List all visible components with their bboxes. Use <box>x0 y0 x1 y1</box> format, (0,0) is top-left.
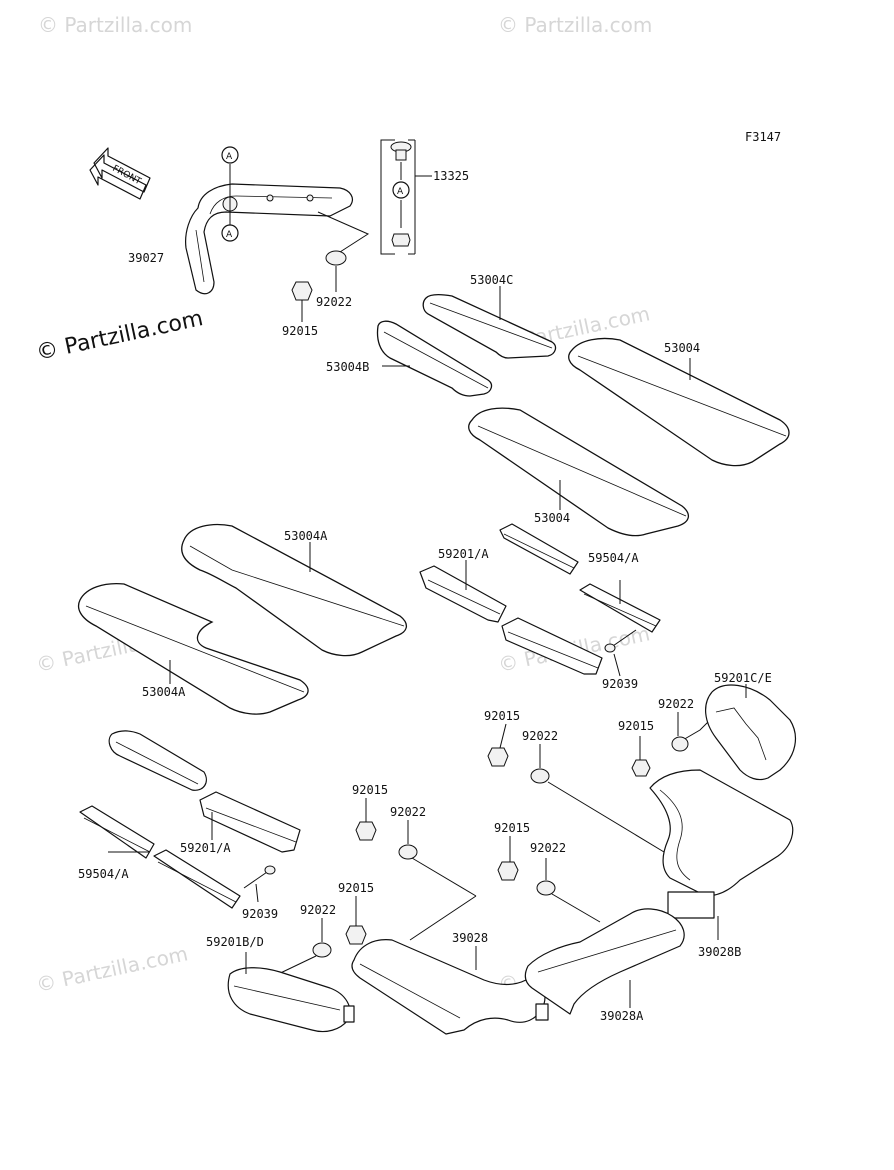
rivet-92039-upper <box>604 629 637 677</box>
part-label: 92039 <box>602 677 638 691</box>
part-labels: 13325 39027 92022 92015 53004C 53004B 53… <box>78 169 772 1023</box>
mat-53004A-upper <box>181 523 407 657</box>
mat-53004-upper <box>568 337 790 467</box>
part-label: 92022 <box>530 841 566 855</box>
trim-59504A-lower <box>79 805 241 909</box>
grab-rail-39027 <box>185 183 370 295</box>
nut-92015 <box>497 861 519 881</box>
part-label: 59201/A <box>438 547 489 561</box>
part-label: 39028A <box>600 1009 644 1023</box>
mat-53004C <box>422 286 557 359</box>
part-label: 92015 <box>338 881 374 895</box>
mat-53004A-lower <box>77 582 309 715</box>
mat-53004B <box>376 320 493 397</box>
part-label: 92015 <box>352 783 388 797</box>
footrest-39028B <box>649 769 794 940</box>
part-label: 92022 <box>300 903 336 917</box>
bolt-kit-13325: A <box>380 139 432 255</box>
part-label: 39028B <box>698 945 741 959</box>
part-label: 92022 <box>658 697 694 711</box>
part-label: 92022 <box>390 805 426 819</box>
nut-92015 <box>291 281 313 301</box>
washer-92022 <box>530 768 550 784</box>
part-label: 53004A <box>142 685 186 699</box>
nut-92015 <box>345 925 367 945</box>
footrest-39028 <box>351 939 549 1035</box>
washer-92022 <box>398 844 418 860</box>
part-label: 59201/A <box>180 841 231 855</box>
part-label: 92015 <box>618 719 654 733</box>
nut-92015 <box>355 821 377 841</box>
rivet-92039-lower <box>243 865 276 903</box>
part-label: 53004 <box>534 511 570 525</box>
washer-92022 <box>325 250 347 266</box>
callout-a-group: A A <box>221 146 239 242</box>
footrest-39028A <box>524 908 685 1015</box>
part-label: 59504/A <box>78 867 129 881</box>
washer-92022 <box>671 736 689 752</box>
part-label: 92039 <box>242 907 278 921</box>
part-label: 59201C/E <box>714 671 772 685</box>
part-label: 92015 <box>282 324 318 338</box>
part-label: 39028 <box>452 931 488 945</box>
trim-59201BD <box>227 952 355 1033</box>
callout-a: A <box>226 230 233 240</box>
part-label: 92022 <box>522 729 558 743</box>
mat-53004-lower <box>468 407 689 537</box>
watermark-faint: © Partzilla.com <box>498 13 652 37</box>
trim-59201A-upper <box>419 523 579 623</box>
nut-92015 <box>487 747 509 767</box>
part-label: 39027 <box>128 251 164 265</box>
watermark-faint: © Partzilla.com <box>38 13 192 37</box>
part-label: 92022 <box>316 295 352 309</box>
trim-59504A-upper <box>579 580 661 633</box>
washer-92022 <box>312 942 332 958</box>
part-label: 92015 <box>494 821 530 835</box>
watermark-main: © Partzilla.com <box>34 306 205 366</box>
front-arrow-icon: FRONT <box>89 147 151 200</box>
trim-59201A-lower <box>108 730 301 853</box>
part-label: 53004 <box>664 341 700 355</box>
part-label: 59504/A <box>588 551 639 565</box>
part-label: 53004B <box>326 360 369 374</box>
part-label: 92015 <box>484 709 520 723</box>
nut-92015 <box>631 759 651 777</box>
part-label: 59201B/D <box>206 935 264 949</box>
callout-a: A <box>397 187 404 197</box>
part-label: 13325 <box>433 169 469 183</box>
trim-59201A-mid <box>501 617 603 675</box>
washer-92022 <box>536 880 556 896</box>
part-label: 53004C <box>470 273 513 287</box>
callout-a: A <box>226 152 233 162</box>
part-label: 53004A <box>284 529 328 543</box>
watermark-faint: © Partzilla.com <box>34 941 190 997</box>
diagram-code: F3147 <box>745 130 781 144</box>
